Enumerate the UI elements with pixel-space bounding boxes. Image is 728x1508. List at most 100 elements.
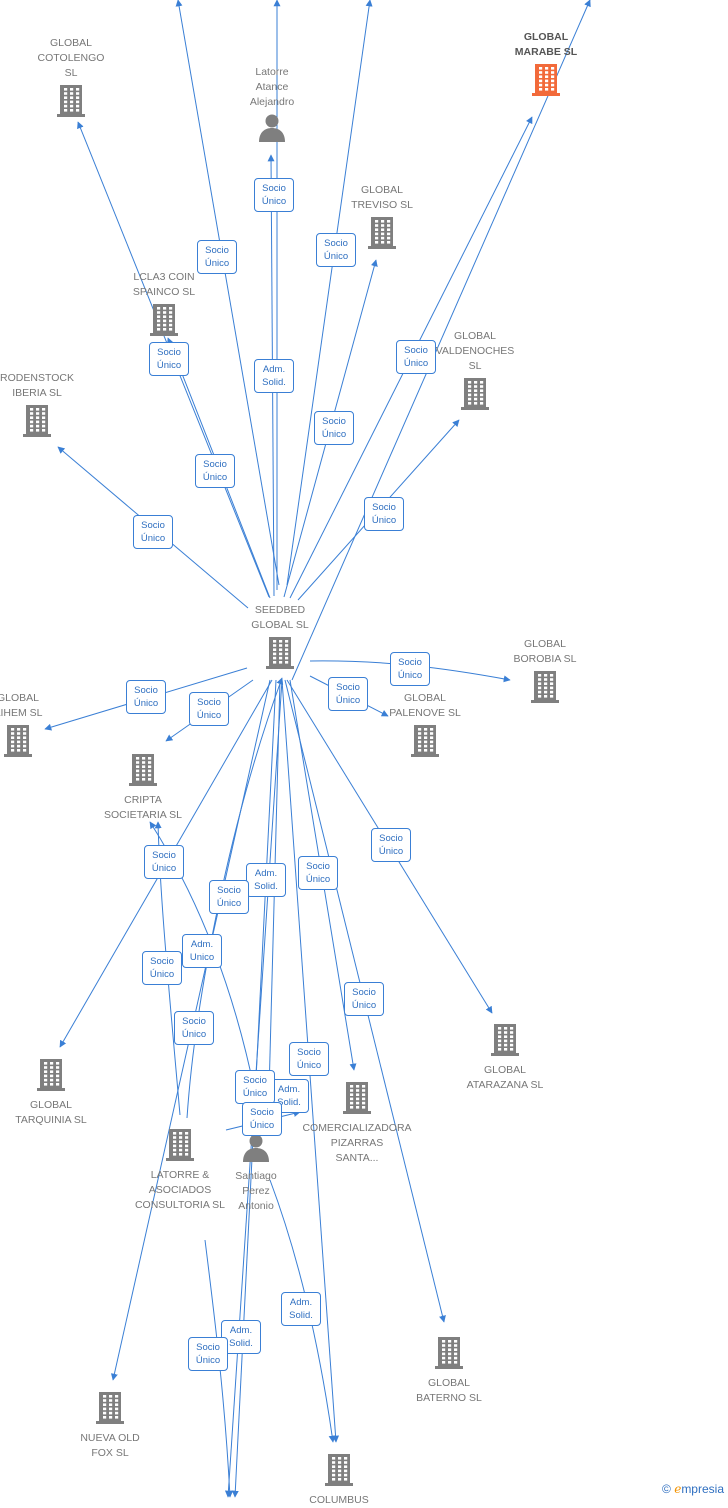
relationship-edge xyxy=(175,0,280,586)
node-label-line: SPAINCO SL xyxy=(132,286,196,298)
node-label-line: PIZARRAS xyxy=(330,1137,384,1149)
node-label-line: GLOBAL xyxy=(0,692,40,704)
brand-e: e xyxy=(674,1482,682,1496)
badge-text: Solid. xyxy=(289,1310,313,1321)
company-node-aihem[interactable]: GLOBALAIHEM SL xyxy=(0,691,78,764)
badge-text: Socio xyxy=(152,850,176,861)
building-icon xyxy=(389,1335,509,1374)
badge-text: Socio xyxy=(203,459,227,470)
building-icon xyxy=(83,752,203,791)
node-label-line: TREVISO SL xyxy=(351,199,413,211)
badge-text: Socio xyxy=(322,416,346,427)
badge-text: Único xyxy=(296,1060,322,1071)
badge-text: Adm. xyxy=(190,939,214,950)
building-icon xyxy=(120,1127,240,1166)
badge-text: Socio xyxy=(324,238,348,249)
building-icon xyxy=(297,1080,417,1119)
badge-text: Adm. xyxy=(289,1297,313,1308)
badge-text: Socio xyxy=(379,833,403,844)
node-label-line: COTOLENGO xyxy=(37,52,105,64)
badge-text: Socio xyxy=(141,520,165,531)
node-label-line: VALDENOCHES xyxy=(435,345,515,357)
node-label-line: GLOBAL xyxy=(523,638,567,650)
badge-text: Único xyxy=(371,515,397,526)
building-icon xyxy=(486,62,606,101)
building-icon xyxy=(365,723,485,762)
badge-text: Único xyxy=(195,1355,221,1366)
building-icon xyxy=(0,1057,111,1096)
company-node-lcla3[interactable]: LCLA3 COIN SPAINCO SL xyxy=(104,270,224,343)
building-icon xyxy=(50,1390,170,1429)
node-label-line: LCLA3 COIN xyxy=(133,271,195,283)
company-node-nuevaold[interactable]: NUEVA OLD FOX SL xyxy=(50,1388,170,1461)
badge-text: Único xyxy=(305,874,331,885)
node-label-line: RODENSTOCK xyxy=(0,372,74,384)
badge-text: Socio xyxy=(372,502,396,513)
badge-text: Solid. xyxy=(254,881,278,892)
building-icon xyxy=(0,723,78,762)
relation-badge[interactable]: Adm.Solid. xyxy=(254,359,294,393)
badge-text: Único xyxy=(140,533,166,544)
badge-text: Único xyxy=(397,670,423,681)
company-node-columbus[interactable]: COLUMBUS xyxy=(279,1450,399,1508)
node-label-line: SL xyxy=(64,67,78,79)
badge-text: Único xyxy=(181,1029,207,1040)
badge-text: Socio xyxy=(398,657,422,668)
node-label-line: SL xyxy=(468,360,482,372)
badge-text: Unico xyxy=(189,952,215,963)
relation-badge[interactable]: Adm. Unico xyxy=(182,934,222,968)
node-label-line: NUEVA OLD xyxy=(80,1432,140,1444)
building-icon xyxy=(485,669,605,708)
node-label-line: FOX SL xyxy=(91,1447,129,1459)
badge-text: Socio xyxy=(243,1075,267,1086)
badge-text: Socio xyxy=(157,347,181,358)
relation-badge[interactable]: Adm. Solid. xyxy=(281,1292,321,1326)
badge-text: Socio xyxy=(182,1016,206,1027)
badge-text: Único xyxy=(249,1120,275,1131)
badge-text: Socio xyxy=(306,861,330,872)
node-label-line: BATERNO SL xyxy=(416,1392,482,1404)
badge-text: Socio xyxy=(262,183,286,194)
relation-badge[interactable]: Adm.Solid. xyxy=(246,863,286,897)
